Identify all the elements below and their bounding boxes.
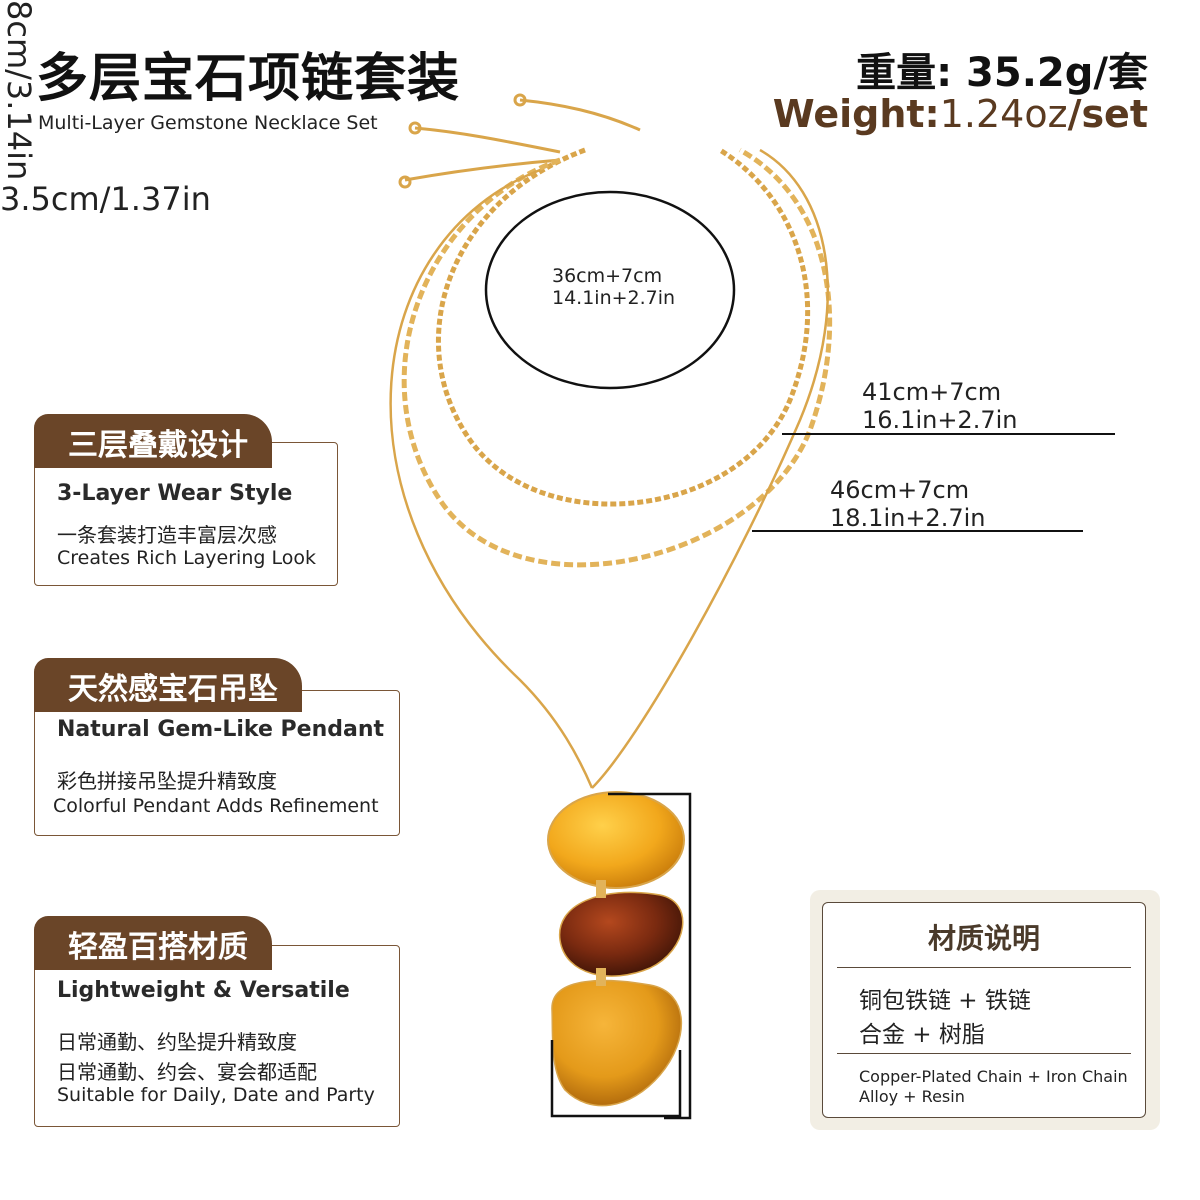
- weight-en: Weight:1.24oz/set: [773, 92, 1148, 136]
- middle-size-in: 16.1in+2.7in: [862, 406, 1018, 434]
- chain-long-right: [591, 148, 830, 789]
- chain-long: [389, 168, 594, 789]
- feature-tag-pendant: 天然感宝石吊坠: [34, 658, 302, 712]
- weight-value: 1.24oz: [939, 92, 1068, 136]
- feature-desc-cn-1: 日常通勤、约坠提升精致度: [57, 1030, 297, 1054]
- feature-title-en: Natural Gem-Like Pendant: [57, 717, 385, 742]
- feature-card-pendant: Natural Gem-Like Pendant 彩色拼接吊坠提升精致度 Col…: [34, 690, 400, 836]
- clasp-extenders: [398, 93, 641, 189]
- feature-desc-cn: 彩色拼接吊坠提升精致度: [57, 769, 277, 793]
- page-subtitle: Multi-Layer Gemstone Necklace Set: [38, 112, 378, 134]
- outer-size-cm: 46cm+7cm: [830, 476, 970, 504]
- page-title: 多层宝石项链套装: [36, 49, 461, 109]
- middle-size-cm: 41cm+7cm: [862, 378, 1002, 406]
- pendant-height: 8cm/3.14in: [0, 0, 38, 181]
- feature-desc-cn-2: 日常通勤、约会、宴会都适配: [57, 1060, 317, 1084]
- weight-label: Weight:: [772, 92, 940, 136]
- feature-desc-en: Colorful Pendant Adds Refinement: [53, 795, 379, 817]
- feature-desc-en: Suitable for Daily, Date and Party: [57, 1084, 375, 1106]
- size-leader-lines: [752, 433, 1115, 532]
- feature-desc-en: Creates Rich Layering Look: [57, 547, 316, 569]
- feature-tag-layering: 三层叠戴设计: [34, 414, 272, 468]
- pendant-stone-yellow: [547, 791, 685, 889]
- outer-size-in: 18.1in+2.7in: [830, 504, 986, 532]
- inner-size-cm: 36cm+7cm: [552, 265, 663, 287]
- inner-size-circle: [484, 190, 736, 390]
- material-cn-chain: 铜包铁链 + 铁链: [859, 988, 1031, 1014]
- outer-size: 46cm+7cm 18.1in+2.7in: [830, 476, 985, 532]
- pendant-dimension-lines: [550, 792, 692, 1120]
- material-card-inner: 材质说明 铜包铁链 + 铁链 合金 + 树脂 Copper-Plated Cha…: [822, 902, 1146, 1118]
- material-title: 材质说明: [927, 922, 1040, 955]
- weight-unit: /set: [1067, 92, 1148, 136]
- feature-title-en: Lightweight & Versatile: [57, 978, 350, 1003]
- feature-tag-material: 轻盈百搭材质: [34, 916, 272, 970]
- material-en-alloy: Alloy + Resin: [859, 1087, 965, 1106]
- material-cn-alloy: 合金 + 树脂: [859, 1022, 985, 1048]
- middle-size: 41cm+7cm 16.1in+2.7in: [862, 378, 1017, 434]
- pendant-width: 3.5cm/1.37in: [0, 180, 211, 219]
- weight-cn: 重量: 35.2g/套: [856, 50, 1148, 96]
- pendant-stone-brown: [558, 891, 684, 977]
- material-en-chain: Copper-Plated Chain + Iron Chain: [859, 1067, 1128, 1086]
- chain-rope: [436, 147, 811, 507]
- material-card: 材质说明 铜包铁链 + 铁链 合金 + 树脂 Copper-Plated Cha…: [810, 890, 1160, 1130]
- chain-sequin: [401, 147, 833, 568]
- material-divider: [837, 1053, 1131, 1054]
- inner-size-in: 14.1in+2.7in: [552, 287, 676, 309]
- feature-card-material: Lightweight & Versatile 日常通勤、约坠提升精致度 日常通…: [34, 945, 400, 1127]
- inner-size: 36cm+7cm 14.1in+2.7in: [552, 265, 675, 309]
- pendant-stone-amber: [551, 979, 682, 1107]
- feature-desc-cn: 一条套装打造丰富层次感: [57, 523, 277, 547]
- material-divider: [837, 967, 1131, 968]
- feature-title-en: 3-Layer Wear Style: [57, 481, 293, 506]
- pendant: [547, 791, 685, 1107]
